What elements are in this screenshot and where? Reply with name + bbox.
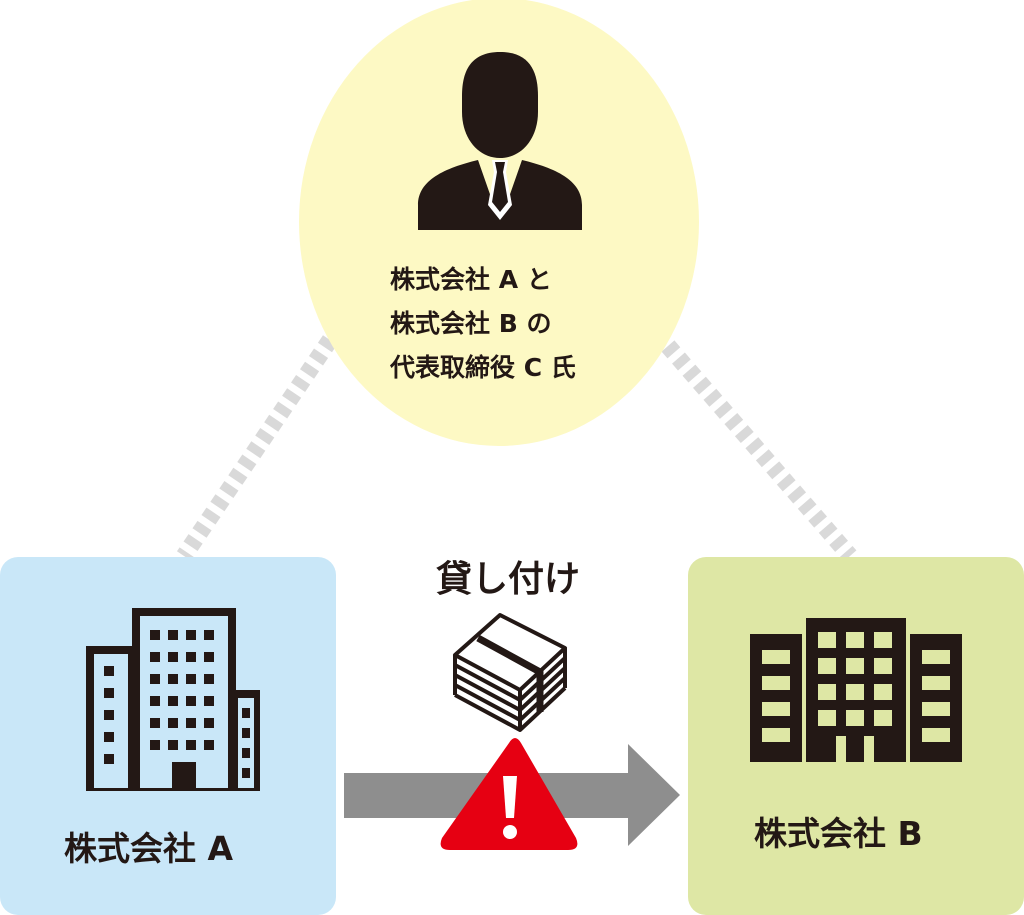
warning-icon (440, 738, 578, 850)
connector-person-company-a (176, 335, 338, 561)
person-description: 株式会社 A と 株式会社 B の 代表取締役 C 氏 (390, 258, 576, 390)
person-line-2: 株式会社 B の (390, 309, 552, 338)
company-b-label: 株式会社 B (754, 814, 923, 853)
businessman-icon (418, 52, 582, 230)
person-line-3: 代表取締役 C 氏 (390, 353, 576, 382)
connector-person-company-b (661, 340, 857, 562)
person-line-1: 株式会社 A と (390, 265, 552, 294)
loan-label: 貸し付け (436, 559, 581, 600)
cash-stack-icon (453, 613, 567, 732)
company-a-building-icon (86, 608, 260, 791)
company-a-label: 株式会社 A (64, 829, 234, 868)
company-b-building-icon (750, 618, 962, 762)
